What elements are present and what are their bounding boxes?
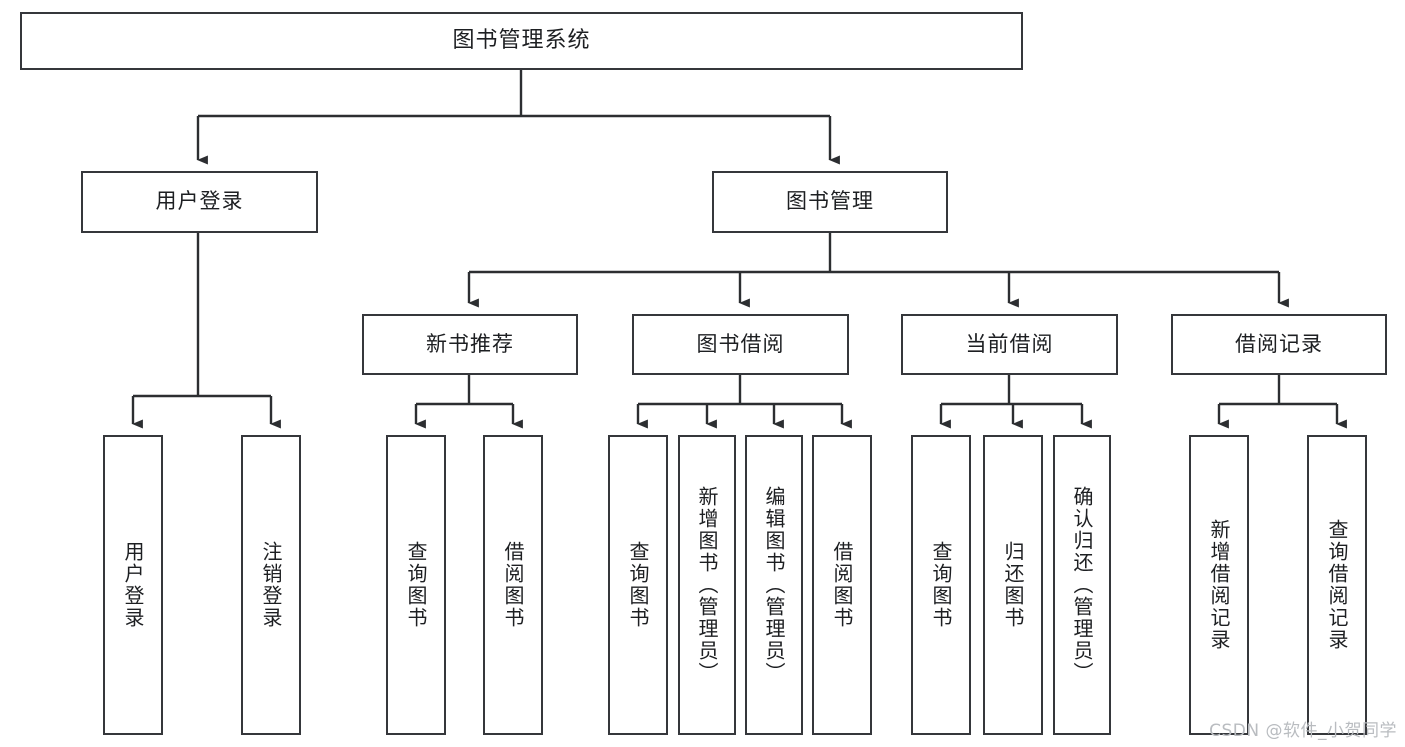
node-new-book-recommend[interactable]: 新书推荐 [362,314,578,375]
leaf-borrow-book-borrow[interactable]: 借阅图书 [812,435,872,735]
node-label: 查询图书 [404,541,428,629]
leaf-inner: 注销登录 [243,437,299,733]
leaf-inner: 归还图书 [985,437,1041,733]
node-label: 确认归还（管理员） [1070,486,1094,684]
node-label: 借阅图书 [501,541,525,629]
leaf-query-book-current[interactable]: 查询图书 [911,435,971,735]
leaf-user-login[interactable]: 用户登录 [103,435,163,735]
node-book-borrow[interactable]: 图书借阅 [632,314,849,375]
leaf-edit-book-admin[interactable]: 编辑图书（管理员） [745,435,803,735]
leaf-add-borrow-record[interactable]: 新增借阅记录 [1189,435,1249,735]
node-label: 用户登录 [121,541,145,629]
node-label: 归还图书 [1001,541,1025,629]
node-book-management[interactable]: 图书管理 [712,171,948,233]
node-root-book-management-system[interactable]: 图书管理系统 [20,12,1023,70]
leaf-inner: 查询图书 [388,437,444,733]
node-label: 借阅图书 [830,541,854,629]
node-label: 查询图书 [929,541,953,629]
leaf-inner: 借阅图书 [814,437,870,733]
node-label: 借阅记录 [1235,331,1323,356]
node-user-login[interactable]: 用户登录 [81,171,318,233]
node-label: 注销登录 [259,541,283,629]
leaf-query-book-borrow[interactable]: 查询图书 [608,435,668,735]
node-label: 新书推荐 [426,331,514,356]
node-label: 图书管理 [786,189,874,214]
csdn-watermark: CSDN @软件_小贺同学 [1209,721,1397,741]
leaf-inner: 新增图书（管理员） [680,437,734,733]
leaf-inner: 用户登录 [105,437,161,733]
node-label: 图书管理系统 [452,27,591,53]
leaf-query-borrow-record[interactable]: 查询借阅记录 [1307,435,1367,735]
node-label: 查询图书 [626,541,650,629]
leaf-borrow-book-newbook[interactable]: 借阅图书 [483,435,543,735]
node-borrow-record[interactable]: 借阅记录 [1171,314,1387,375]
leaf-logout[interactable]: 注销登录 [241,435,301,735]
node-label: 用户登录 [155,189,244,214]
leaf-inner: 编辑图书（管理员） [747,437,801,733]
node-label: 新增借阅记录 [1207,519,1231,651]
leaf-inner: 确认归还（管理员） [1055,437,1109,733]
leaf-confirm-return-admin[interactable]: 确认归还（管理员） [1053,435,1111,735]
leaf-inner: 查询图书 [913,437,969,733]
leaf-inner: 借阅图书 [485,437,541,733]
node-label: 图书借阅 [696,331,785,356]
node-current-borrow[interactable]: 当前借阅 [901,314,1118,375]
node-label: 编辑图书（管理员） [762,486,786,684]
leaf-query-book-newbook[interactable]: 查询图书 [386,435,446,735]
leaf-return-book[interactable]: 归还图书 [983,435,1043,735]
leaf-inner: 查询图书 [610,437,666,733]
node-label: 当前借阅 [965,331,1054,356]
leaf-add-book-admin[interactable]: 新增图书（管理员） [678,435,736,735]
leaf-inner: 新增借阅记录 [1191,437,1247,733]
node-label: 新增图书（管理员） [695,486,719,684]
leaf-inner: 查询借阅记录 [1309,437,1365,733]
node-label: 查询借阅记录 [1325,519,1349,651]
